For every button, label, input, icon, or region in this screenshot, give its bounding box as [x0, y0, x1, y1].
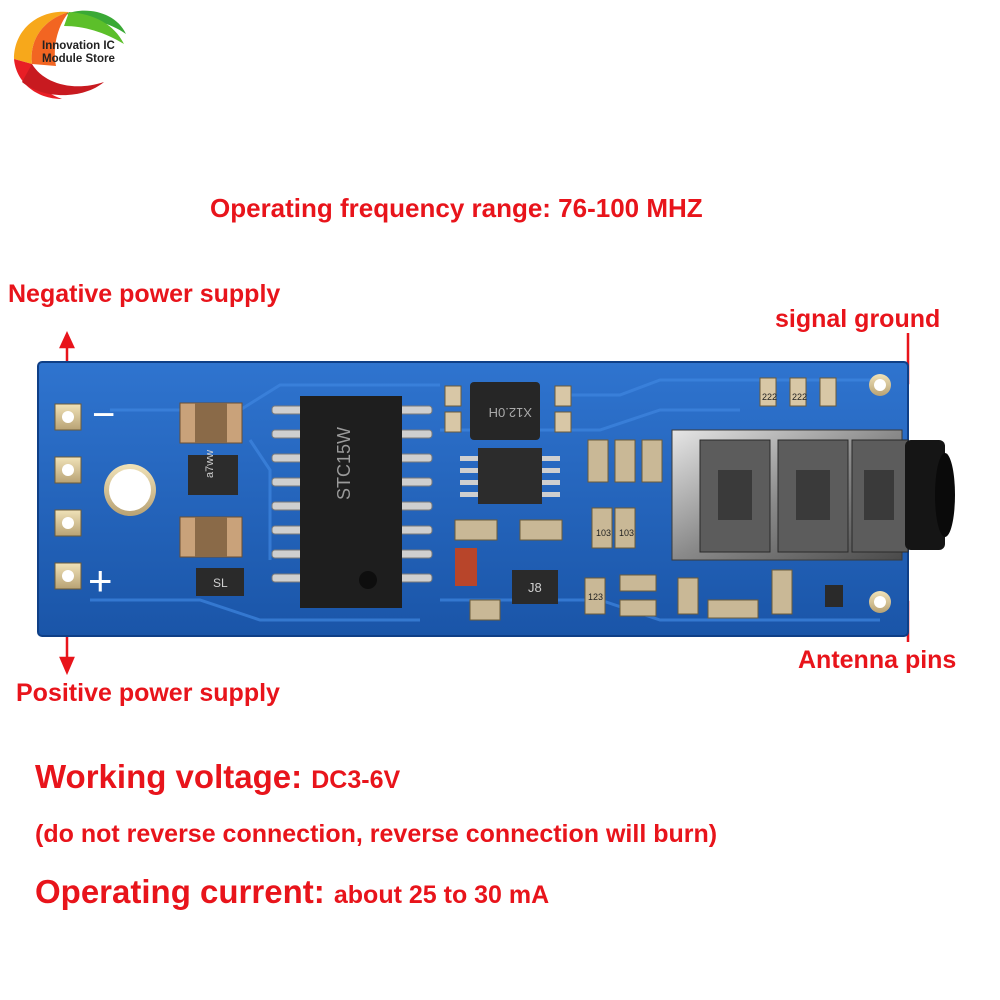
transistor — [512, 570, 558, 604]
voltage-label: Working voltage: — [35, 758, 303, 795]
voltage-spec: Working voltage: DC3-6V — [35, 758, 400, 796]
audio-jack-connector — [671, 429, 955, 561]
negative-power-label: Negative power supply — [8, 280, 281, 308]
antenna-pins-label: Antenna pins — [798, 646, 957, 674]
diode — [825, 585, 843, 607]
capacitor — [519, 519, 563, 541]
resistor-marking: 103 — [619, 528, 634, 538]
signal-ground-label: signal ground — [775, 305, 941, 333]
fm-transmitter-chip — [478, 448, 542, 504]
current-spec: Operating current: about 25 to 30 mA — [35, 873, 549, 911]
resistor-marking: 222 — [792, 392, 807, 402]
positive-power-label: Positive power supply — [16, 679, 280, 707]
resistor-marking: 222 — [762, 392, 777, 402]
main-ic-chip: STC15W — [271, 396, 433, 608]
power-pin-header — [54, 403, 82, 590]
tantalum-capacitor — [455, 548, 477, 586]
passive-components — [584, 439, 793, 619]
logo-line-2: Module Store — [42, 53, 115, 65]
minus-silkscreen: − — [92, 393, 115, 437]
inductor-marking: X12.0H — [489, 405, 532, 420]
logo-emblem-icon — [14, 10, 126, 99]
transistor-marking: J8 — [528, 580, 542, 595]
current-label: Operating current: — [35, 873, 325, 910]
store-logo: Innovation IC Module Store — [4, 4, 134, 104]
diode — [196, 568, 244, 596]
regulator-marking: a7ww — [204, 450, 216, 478]
reverse-warning: (do not reverse connection, reverse conn… — [35, 820, 718, 848]
inductor — [470, 382, 540, 440]
frequency-range-label: Operating frequency range: 76-100 MHZ — [210, 193, 703, 223]
logo-line-1: Innovation IC — [42, 40, 115, 52]
plus-silkscreen: + — [88, 557, 113, 604]
resistor-marking: 103 — [596, 528, 611, 538]
resistor-marking: 123 — [588, 592, 603, 602]
voltage-value: DC3-6V — [311, 766, 401, 794]
capacitor — [454, 519, 498, 541]
current-value: about 25 to 30 mA — [333, 881, 550, 909]
logo-text: Innovation IC Module Store — [42, 40, 115, 66]
main-ic-marking: STC15W — [334, 427, 354, 500]
resistor-group — [444, 377, 837, 433]
regulator-chip — [188, 455, 238, 495]
diode-marking: SL — [213, 576, 228, 590]
